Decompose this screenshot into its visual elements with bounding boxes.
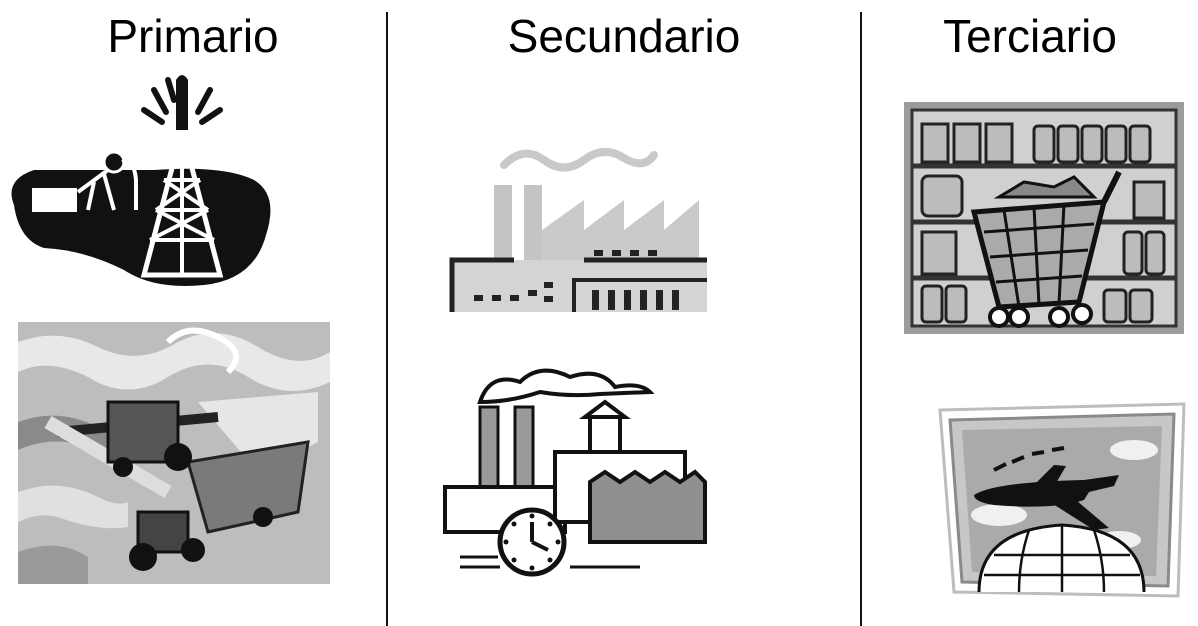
column-divider-left (386, 12, 388, 626)
column-secundario: Secundario (388, 0, 860, 626)
column-title-secundario: Secundario (507, 10, 741, 62)
column-title-terciario: Terciario (943, 10, 1117, 62)
column-primario: Primario (0, 0, 386, 626)
column-divider-right (860, 12, 862, 626)
airplane-travel-illustration (938, 402, 1186, 598)
column-terciario: Terciario (862, 0, 1198, 626)
column-title-primario: Primario (107, 10, 279, 62)
factory-clock-illustration (443, 368, 707, 577)
oil-derrick-illustration (11, 75, 271, 286)
supermarket-cart-illustration (904, 102, 1184, 334)
harvester-field-illustration (18, 322, 330, 584)
factory-illustration (449, 148, 707, 312)
